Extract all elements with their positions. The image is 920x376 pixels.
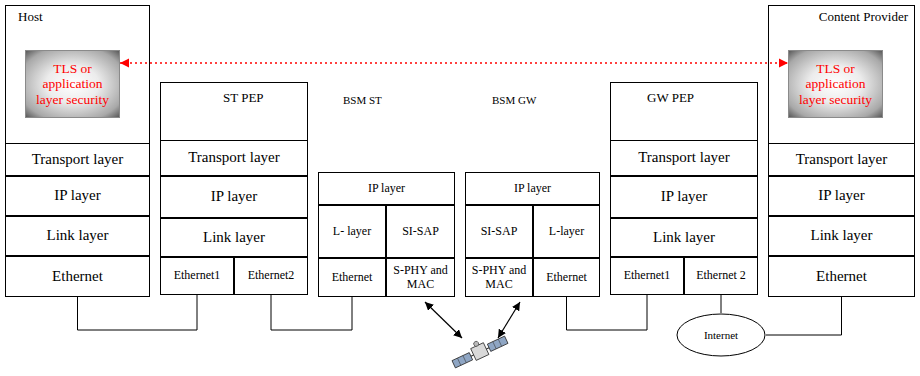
connector-group	[78, 63, 842, 335]
host-box: TLS or application layer securityTranspo…	[5, 5, 150, 297]
internet-link	[766, 297, 842, 335]
radio-link-arrow	[498, 302, 520, 338]
protocol-layer: IP layer	[465, 172, 600, 205]
box-heading: ST PEP	[161, 91, 307, 106]
interface-cell: S-PHY and MAC	[386, 258, 455, 297]
layer-label: Transport layer	[636, 149, 732, 166]
panel-grid	[498, 339, 501, 346]
protocol-layer: L-layer	[533, 205, 600, 258]
ethernet-link	[78, 295, 198, 330]
secure-session-arrow	[120, 62, 788, 63]
pep-box: Transport layer IP layerLink layerEtherne…	[160, 82, 308, 295]
protocol-layer: Ethernet	[5, 256, 150, 297]
layer-label: Ethernet	[330, 271, 375, 285]
provider-box: TLS or application layer securityTranspo…	[768, 5, 915, 297]
box-heading: Content Provider	[769, 10, 914, 25]
layer-label: L-layer	[547, 225, 586, 239]
solar-panel	[487, 336, 508, 351]
layer-label: Ethernet1	[172, 269, 223, 283]
layer-label: Ethernet	[544, 271, 589, 285]
box-heading: GW PEP	[611, 91, 757, 106]
box-heading: BSM ST	[319, 94, 454, 107]
layer-label: IP layer	[659, 188, 710, 205]
layer-label: Ethernet2	[246, 269, 297, 283]
layer-label: IP layer	[512, 182, 553, 196]
solar-panel	[452, 353, 473, 368]
protocol-layer: IP layer	[610, 176, 758, 218]
protocol-layer: Link layer	[768, 216, 915, 256]
layer-label: Ethernet	[814, 268, 869, 285]
protocol-layer: Transport layer	[160, 140, 308, 176]
interface-cell: S-PHY and MAC	[465, 258, 533, 297]
protocol-layer: Transport layer	[610, 140, 758, 176]
ethernet-link	[567, 295, 648, 330]
panel-grid	[463, 356, 466, 363]
panel-grid	[457, 358, 460, 365]
layer-label: Transport layer	[794, 151, 890, 168]
layer-label: S-PHY and MAC	[387, 264, 454, 292]
layer-label: Internet	[702, 329, 740, 342]
satellite-body	[471, 343, 489, 361]
satellite-antenna	[473, 341, 480, 348]
interface-cell: Ethernet2	[234, 257, 308, 295]
protocol-layer: Link layer	[610, 218, 758, 257]
panel-grid	[493, 342, 496, 349]
layer-label: IP layer	[816, 187, 867, 204]
layer-label: Ethernet 2	[694, 269, 748, 283]
layer-label: Link layer	[651, 229, 717, 246]
security-label: TLS or application layer security	[26, 61, 119, 108]
layer-label: Link layer	[201, 229, 267, 246]
security-label: TLS or application layer security	[789, 61, 882, 108]
box-heading: BSM GW	[466, 94, 599, 107]
layer-label: Link layer	[44, 227, 110, 244]
layer-label: IP layer	[209, 188, 260, 205]
interface-cell: Ethernet 2	[684, 257, 758, 295]
protocol-layer: IP layer	[160, 176, 308, 218]
protocol-layer: Transport layer	[768, 143, 915, 176]
layer-label: IP layer	[366, 182, 407, 196]
protocol-layer: SI-SAP	[386, 205, 455, 258]
interface-cell: Ethernet1	[160, 257, 234, 295]
protocol-layer: SI-SAP	[465, 205, 533, 258]
ethernet-link	[721, 295, 722, 313]
protocol-layer: Link layer	[5, 216, 150, 256]
protocol-layer: Ethernet	[768, 256, 915, 297]
pep-box: Transport layer IP layerLink layerEtherne…	[610, 82, 758, 295]
layer-label: Ethernet1	[622, 269, 673, 283]
box-heading: Host	[6, 10, 149, 25]
radio-link-arrow	[425, 302, 462, 338]
layer-label: SI-SAP	[400, 225, 441, 239]
protocol-layer: L- layer	[318, 205, 386, 258]
layer-label: Transport layer	[30, 151, 126, 168]
layer-label: SI-SAP	[479, 225, 520, 239]
layer-label: S-PHY and MAC	[466, 264, 532, 292]
terminal-box: IP layer L- layer SI-SAP Ethernet S-PHY and …	[318, 172, 455, 297]
protocol-layer: IP layer	[5, 176, 150, 216]
security-box: TLS or application layer security	[25, 50, 120, 118]
ethernet-link	[271, 295, 352, 330]
layer-label: L- layer	[331, 225, 373, 239]
network-cloud: Internet	[676, 313, 766, 357]
gateway-box: IP layerSI-SAP L-layerS-PHY and MAC Ethern…	[465, 172, 600, 297]
protocol-layer: IP layer	[318, 172, 455, 205]
interface-cell: Ethernet1	[610, 257, 684, 295]
interface-cell: Ethernet	[318, 258, 386, 297]
interface-cell: Ethernet	[533, 258, 600, 297]
protocol-layer: IP layer	[768, 176, 915, 216]
protocol-layer: Link layer	[160, 218, 308, 257]
layer-label: Transport layer	[186, 149, 282, 166]
protocol-layer: Transport layer	[5, 143, 150, 176]
ellipse-shape	[677, 314, 765, 356]
layer-label: Link layer	[808, 227, 874, 244]
layer-label: IP layer	[52, 187, 103, 204]
layer-label: Ethernet	[50, 268, 105, 285]
security-box: TLS or application layer security	[788, 50, 883, 118]
